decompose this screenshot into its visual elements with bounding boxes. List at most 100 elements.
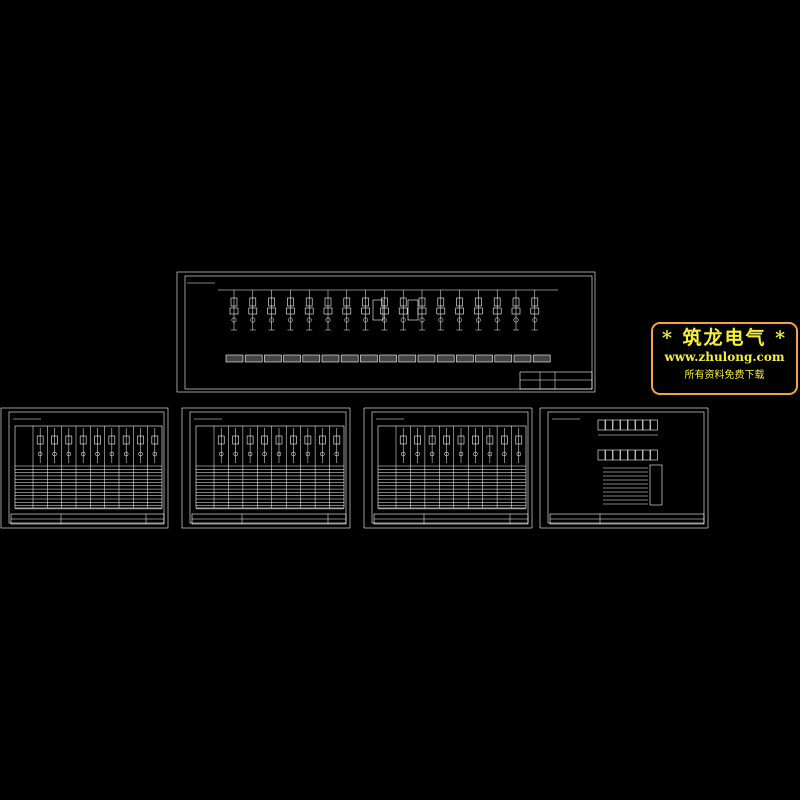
feeder-circuit (361, 290, 370, 331)
sheet-outer-border (539, 407, 709, 529)
column-ct-symbol (487, 451, 493, 457)
transformer-panel-right (407, 299, 419, 321)
schedule-column (439, 426, 450, 508)
panel-elevation-cell (605, 419, 613, 431)
feeder-circuit (417, 290, 427, 331)
column-ct-symbol (444, 451, 449, 457)
watermark-url-text: www.zhulong.com (664, 350, 785, 364)
column-ct-symbol (123, 451, 129, 457)
column-breaker-symbol (304, 435, 312, 445)
feeder-circuit (398, 290, 408, 331)
panel-elevation-cell (605, 449, 613, 461)
sheet-inner-border (189, 411, 347, 524)
feeder-circuit (342, 290, 352, 331)
column-breaker-symbol (94, 435, 101, 445)
feeder-circuit (267, 290, 276, 331)
column-breaker-symbol (79, 435, 87, 445)
feeder-meter-symbol (455, 307, 464, 315)
feeder-name-cell (321, 354, 340, 363)
feeder-breaker-symbol (324, 297, 332, 307)
feeder-name-strip (225, 354, 551, 363)
schedule-column (271, 426, 283, 508)
column-breaker-symbol (65, 435, 73, 445)
feeder-breaker-symbol (493, 297, 501, 307)
column-breaker-symbol (290, 435, 297, 445)
schedule-column (104, 426, 116, 508)
title-block (373, 513, 529, 525)
feeder-ct-symbol (287, 317, 293, 323)
feeder-breaker-symbol (287, 297, 294, 307)
schedule-column (453, 426, 465, 508)
column-ct-symbol (247, 451, 253, 457)
schedule-column (329, 426, 341, 508)
title-block (191, 513, 347, 525)
column-ct-symbol (415, 451, 420, 457)
feeder-meter-symbol (248, 307, 258, 315)
feeder-meter-symbol (398, 307, 408, 315)
sheet-outer-border (176, 271, 596, 393)
schedule-column (118, 426, 130, 508)
column-breaker-symbol (486, 435, 494, 445)
title-block (549, 513, 705, 525)
schedule-drawing-sheet-2 (181, 407, 351, 529)
feeder-meter-symbol (436, 307, 446, 315)
feeder-name-cell (379, 354, 397, 363)
panel-elevation-cell (642, 419, 651, 431)
feeder-breaker-symbol (362, 297, 369, 307)
feeder-ct-symbol (475, 317, 481, 323)
feeder-circuit (436, 290, 446, 331)
column-breaker-symbol (122, 435, 130, 445)
column-breaker-symbol (36, 435, 44, 445)
column-ct-symbol (473, 451, 478, 457)
feeder-name-cell (360, 354, 378, 363)
feeder-meter-symbol (342, 307, 352, 315)
column-breaker-symbol (399, 435, 407, 445)
feeder-breaker-symbol (381, 297, 388, 307)
feeder-circuit (286, 290, 295, 331)
feeder-circuit (530, 290, 540, 331)
feeder-ct-symbol (457, 317, 463, 323)
feeder-ct-symbol (306, 317, 312, 323)
column-ct-symbol (334, 451, 340, 457)
feeder-ct-symbol (400, 317, 406, 323)
schedule-column (61, 426, 73, 508)
feeder-breaker-symbol (531, 297, 539, 307)
feeder-name-cell (302, 354, 321, 363)
column-ct-symbol (305, 451, 311, 457)
feeder-name-cell (436, 354, 455, 363)
column-ct-symbol (152, 451, 158, 457)
feeder-meter-symbol (474, 307, 483, 315)
feeder-circuit (455, 290, 464, 331)
sheet-outer-border (0, 407, 169, 529)
schedule-column (410, 426, 421, 508)
feeder-breaker-symbol (512, 297, 520, 307)
schedule-column (482, 426, 494, 508)
schedule-column (133, 426, 144, 508)
schedule-column (47, 426, 58, 508)
feeder-breaker-symbol (305, 297, 313, 307)
column-ct-symbol (429, 451, 435, 457)
watermark-brand-text: * 筑龙电气 * (661, 327, 788, 349)
feeder-circuit (323, 290, 333, 331)
column-ct-symbol (291, 451, 296, 457)
schedule-table-frame (195, 425, 345, 509)
schedule-column (511, 426, 523, 508)
panel-elevation-cell (597, 449, 606, 461)
schedule-column (395, 426, 407, 508)
column-ct-symbol (37, 451, 43, 457)
sheet-outer-border (363, 407, 533, 529)
feeder-meter-symbol (380, 307, 389, 315)
column-ct-symbol (458, 451, 464, 457)
column-breaker-symbol (319, 435, 326, 445)
feeder-circuit (492, 290, 502, 331)
feeder-ct-symbol (438, 317, 444, 323)
feeder-ct-symbol (513, 317, 519, 323)
column-ct-symbol (262, 451, 267, 457)
schedule-column (147, 426, 159, 508)
zhulong-watermark-stamp: * 筑龙电气 * www.zhulong.com 所有资料免费下载 (651, 322, 798, 395)
panel-elevation-cell (627, 419, 636, 431)
schedule-column (257, 426, 268, 508)
title-block (519, 371, 593, 390)
feeder-ct-symbol (250, 317, 256, 323)
